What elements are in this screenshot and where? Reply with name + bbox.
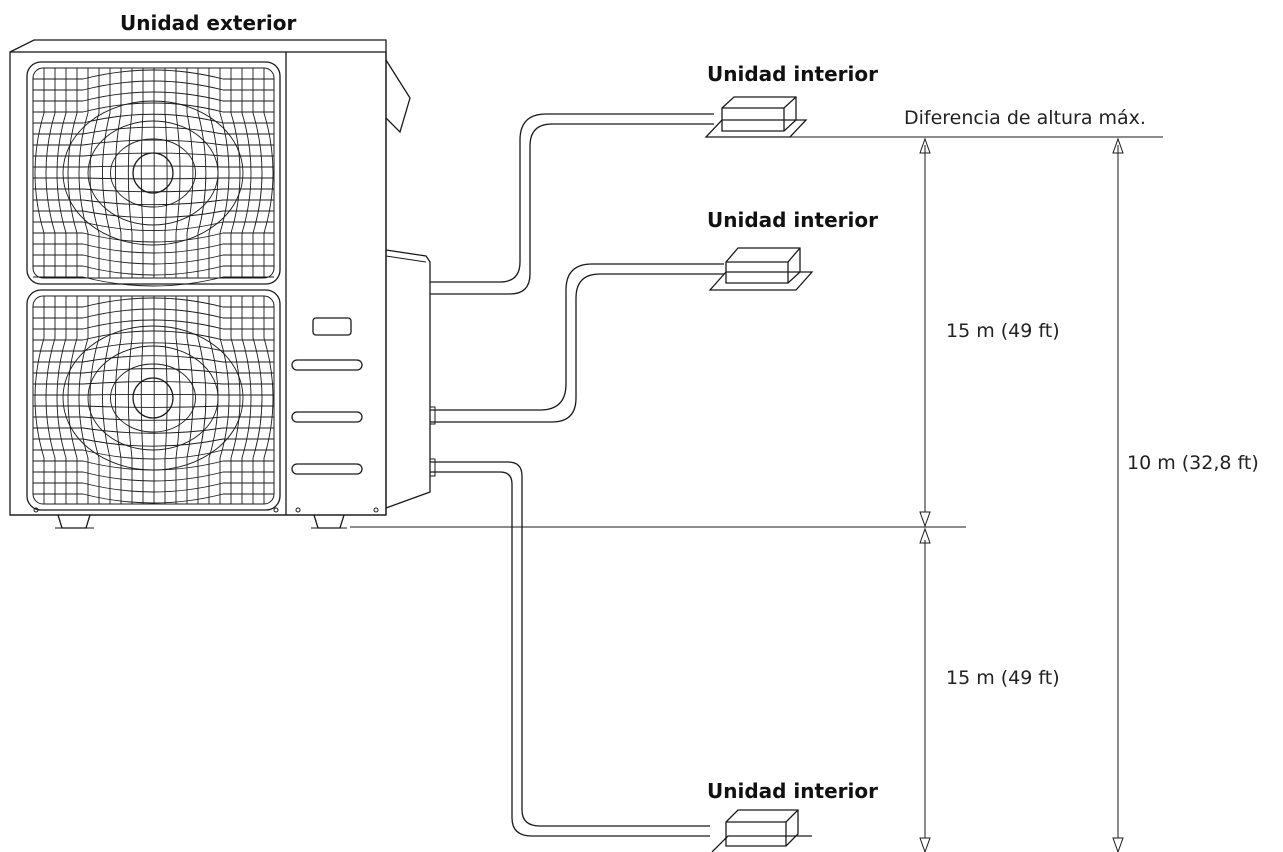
label-dim-upper: 15 m (49 ft) <box>946 320 1060 342</box>
lower-fan-guard <box>26 289 281 511</box>
label-max-height-difference: Diferencia de altura máx. <box>904 107 1146 129</box>
label-dim-lower: 15 m (49 ft) <box>946 667 1060 689</box>
vent-slot-3 <box>291 463 363 475</box>
vent-slot-2 <box>291 411 363 423</box>
refrigerant-pipes <box>429 113 724 837</box>
dim-arrow-indoor <box>1112 137 1124 852</box>
lower-fan-hub <box>132 377 174 419</box>
dim-arrow-upper <box>919 137 931 528</box>
label-indoor-unit-bottom: Unidad interior <box>707 779 878 803</box>
upper-fan-guard <box>26 61 281 287</box>
indoor-unit-middle <box>708 247 814 291</box>
label-outdoor-unit: Unidad exterior <box>120 11 296 35</box>
outdoor-unit <box>9 39 431 529</box>
vent-slot-1 <box>291 359 363 371</box>
label-indoor-unit-middle: Unidad interior <box>707 208 878 232</box>
label-dim-indoor: 10 m (32,8 ft) <box>1127 452 1259 474</box>
dim-arrow-lower <box>919 527 931 852</box>
indoor-unit-bottom <box>711 809 812 852</box>
upper-fan-hub <box>132 152 174 194</box>
label-indoor-unit-top: Unidad interior <box>707 62 878 86</box>
indoor-unit-top <box>704 96 808 138</box>
control-window <box>312 317 352 336</box>
